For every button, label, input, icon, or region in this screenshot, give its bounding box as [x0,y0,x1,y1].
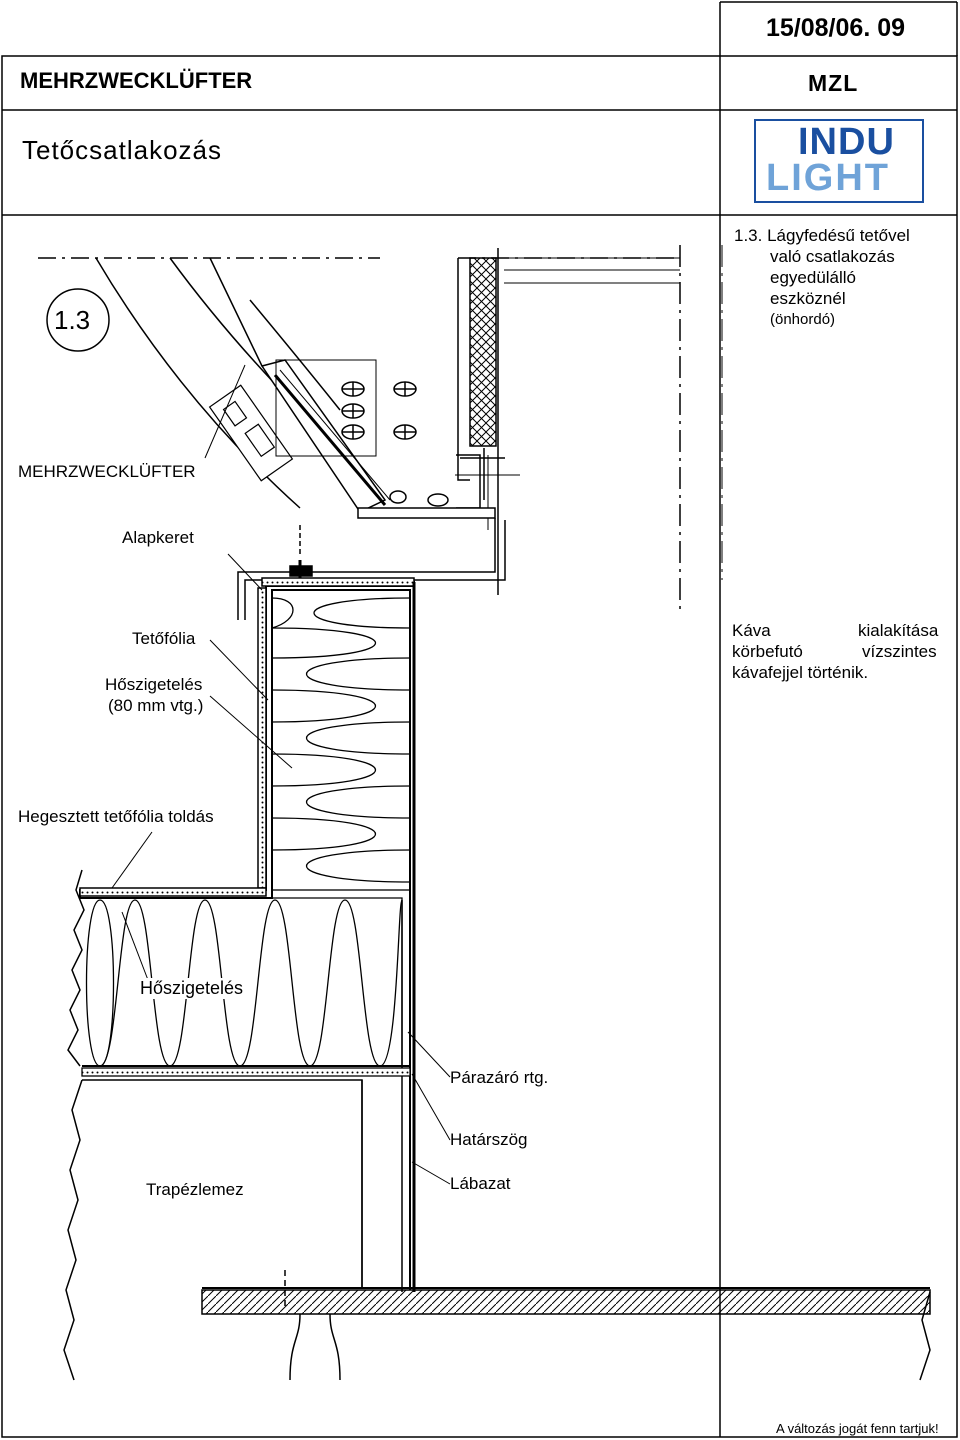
label-trapezlemez: Trapézlemez [146,1180,244,1199]
note-line3: kávafejjel történik. [732,663,869,682]
description-line3: egyedülálló [770,268,857,287]
detail-marker-circle [46,288,110,352]
trapezoid-sheet [82,1079,931,1381]
label-mehrzweck: MEHRZWECKLÜFTER [18,462,196,481]
label-hoszigeteles-80-b: (80 mm vtg.) [108,696,204,715]
description-line4: eszköznél [770,289,846,308]
description-line5: (önhordó) [770,311,836,328]
label-hoszigeteles-roof: Hőszigetelés [138,978,246,999]
footer-note: A változás jogát fenn tartjuk! [776,1421,939,1436]
detail-marker-label: 1.3 [54,305,91,335]
note-line2-left: körbefutó [732,642,803,661]
note-line1-left: Káva [732,621,771,640]
roof-insulation [81,897,411,1077]
description-line2: való csatlakozás [770,247,895,266]
page-title: Tetőcsatlakozás [22,135,222,165]
label-labazat: Lábazat [450,1174,511,1193]
label-hoszigeteles-80-a: Hőszigetelés [105,675,203,694]
ventilator-profile [208,359,391,506]
logo-line2: LIGHT [766,157,890,199]
label-parazaro: Párazáró rtg. [450,1068,549,1087]
logo-line1: INDU [798,121,895,163]
note-line2-right: vízszintes [862,642,937,661]
bolts [341,381,449,507]
leader-lines [111,364,451,1185]
base-frame [237,507,506,620]
description-line1: 1.3. Lágyfedésű tetővel [734,226,910,245]
label-hatarszog: Határszög [450,1130,528,1149]
upright-insulation [271,589,411,891]
label-tetofolia: Tetőfólia [132,629,196,648]
product-name: MEHRZWECKLÜFTER [20,68,253,93]
product-code: MZL [808,70,859,96]
label-hegesztett: Hegesztett tetőfólia toldás [18,807,214,826]
date-code: 15/08/06. 09 [766,14,906,42]
center-lines [38,245,723,610]
note-line1-right: kialakítása [858,621,939,640]
upright-wall [455,257,520,530]
indu-light-logo: INDU LIGHT [754,119,924,203]
label-alapkeret: Alapkeret [122,528,194,547]
